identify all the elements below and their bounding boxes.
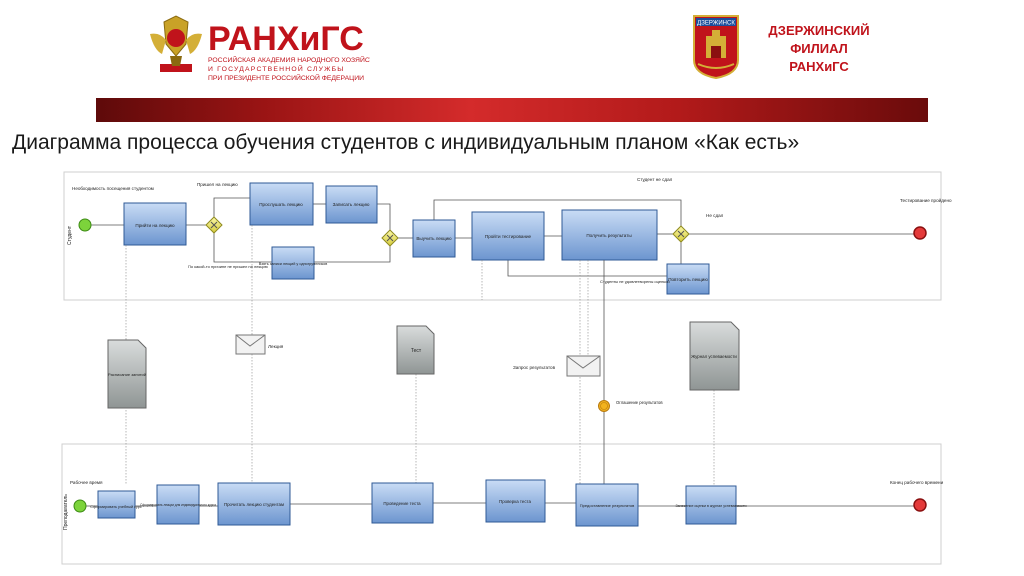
end-event-top xyxy=(913,226,927,240)
top-labels: Необходимость посещения студентом Пришел… xyxy=(72,177,952,284)
pool-teacher xyxy=(61,443,942,565)
start-event-bottom xyxy=(73,499,87,513)
bottom-tasks xyxy=(97,479,737,527)
gateways xyxy=(205,216,690,247)
crest-label: ДЗЕРЖИНСК xyxy=(697,21,735,27)
label-passed: Не сдал xyxy=(706,213,724,218)
lane-label-teacher: Преподаватель xyxy=(63,494,69,530)
dzerzhinsk-crest-icon: ДЗЕРЖИНСК xyxy=(693,15,739,80)
task-announce-results: Предоставление результатов xyxy=(580,503,634,508)
eagle-emblem-icon xyxy=(150,15,202,72)
message-envelope-lecture-icon xyxy=(235,334,266,355)
branch-line-2: ФИЛИАЛ xyxy=(790,41,848,56)
label-start-top: Необходимость посещения студентом xyxy=(72,186,154,191)
branch-line-1: ДЗЕРЖИНСКИЙ xyxy=(768,23,870,38)
label-schedule: Расписание занятий xyxy=(108,372,146,377)
data-object-labels: Расписание занятий Тест Журнал успеваемо… xyxy=(108,348,737,377)
logo-sub-line-3: ПРИ ПРЕЗИДЕНТЕ РОССИЙСКОЙ ФЕДЕРАЦИИ xyxy=(208,73,364,82)
task-listen-lecture: Прослушать лекцию xyxy=(259,202,303,207)
message-envelope-request-icon xyxy=(566,355,601,377)
branch-line-3: РАНХиГС xyxy=(789,59,849,74)
task-attend-lecture: Прийти на лекцию xyxy=(135,222,175,228)
task-compose-lectures: Сформировать лекции для индивидуального … xyxy=(140,503,216,507)
ranepa-logo: РАНХиГС РОССИЙСКАЯ АКАДЕМИЯ НАРОДНОГО ХО… xyxy=(150,15,370,82)
doc-schedule xyxy=(107,339,147,409)
task-prepare-course: Сформировать учебный курс xyxy=(90,505,142,509)
label-test: Тест xyxy=(411,348,422,354)
task-take-notes: Взять записи лекций у одногруппников xyxy=(259,262,328,266)
branch-name: ДЗЕРЖИНСКИЙ ФИЛИАЛ РАНХиГС xyxy=(744,22,894,76)
label-end-top: Тестирование пройдено xyxy=(900,197,952,203)
page-title: Диаграмма процесса обучения студентов с … xyxy=(12,131,800,154)
event-notify-icon xyxy=(598,400,610,412)
top-task-labels: Прийти на лекцию Прослушать лекцию Запис… xyxy=(135,202,708,282)
task-conduct-test: Проведение теста xyxy=(383,501,421,506)
label-start-bottom: Рабочее время xyxy=(70,480,103,485)
task-get-results: Получить результаты xyxy=(586,233,631,238)
task-pass-test: Пройти тестирование xyxy=(485,233,532,239)
label-not-satisfied: Студенты не удовлетворены оценкой xyxy=(600,279,670,284)
task-learn-lecture: Выучить лекцию xyxy=(416,236,452,241)
logo-main-text: РАНХиГС xyxy=(208,20,364,58)
start-event-top xyxy=(78,218,92,232)
label-journal: Журнал успеваемости xyxy=(691,354,737,359)
doc-test xyxy=(396,325,435,375)
label-not-passed: Студент не сдал xyxy=(637,177,673,182)
task-record-grade: Занесение оценки в журнал успеваемости xyxy=(676,504,747,508)
label-attended: Пришел на лекцию xyxy=(197,182,238,187)
logo-sub-line-2: И ГОСУДАРСТВЕННОЙ СЛУЖБЫ xyxy=(208,64,344,73)
lane-label-student: Студент xyxy=(67,225,73,245)
header-band xyxy=(96,98,928,122)
bottom-flows xyxy=(86,502,914,507)
data-objects xyxy=(107,321,740,409)
top-flows xyxy=(91,197,914,279)
bottom-task-labels: Сформировать учебный курс Сформировать л… xyxy=(90,499,746,509)
task-repeat-lecture: Повторить лекцию xyxy=(668,277,708,282)
logo-sub-line-1: РОССИЙСКАЯ АКАДЕМИЯ НАРОДНОГО ХОЗЯЙСТВА xyxy=(208,55,370,64)
task-write-lecture: Записать лекцию xyxy=(333,202,370,207)
end-event-bottom xyxy=(913,498,927,512)
label-message-lecture: Лекция xyxy=(268,344,284,349)
task-check-test: Проверка теста xyxy=(499,499,531,504)
label-end-bottom: Конец рабочего времени xyxy=(890,480,944,485)
label-not-attended: По какой-то причине не пришел на лекцию xyxy=(188,264,268,269)
top-tasks xyxy=(123,182,710,295)
bpmn-diagram: Студент Преподаватель Прийти на лекцию П… xyxy=(61,171,952,565)
label-message-request: Запрос результатов xyxy=(513,365,556,370)
task-read-lecture: Прочитать лекцию студентам xyxy=(224,502,284,507)
label-notify: Оглашение результатов xyxy=(616,400,663,405)
pool-student xyxy=(63,171,942,301)
doc-journal xyxy=(689,321,740,391)
